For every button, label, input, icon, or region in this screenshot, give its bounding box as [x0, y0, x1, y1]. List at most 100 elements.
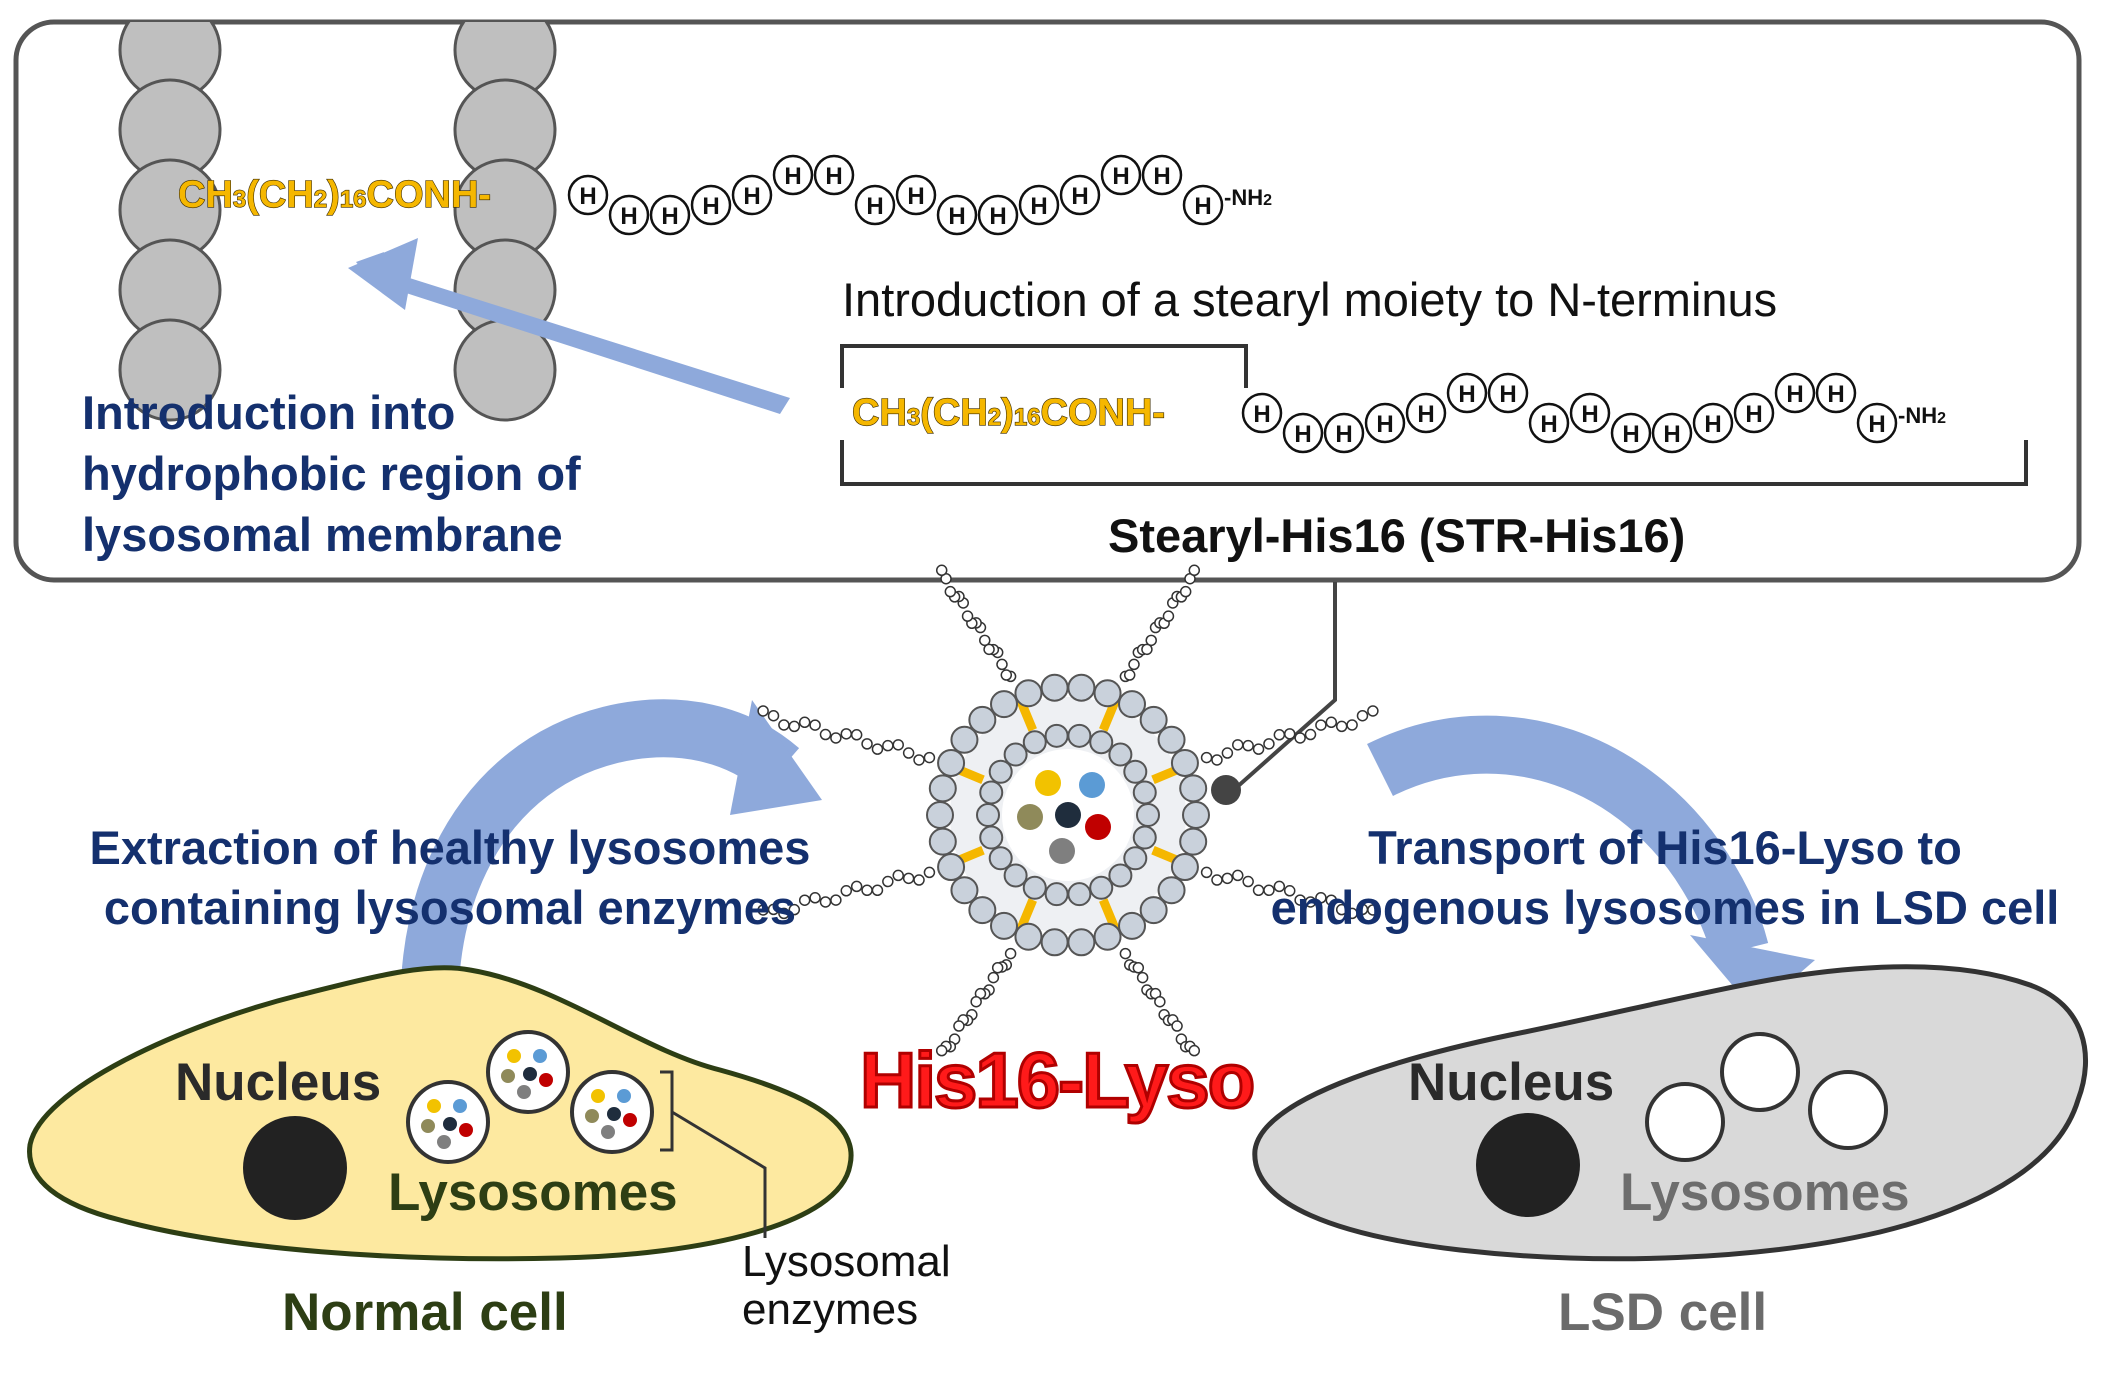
surface-his-chain-bead [1232, 739, 1244, 751]
bilayer-bead [1014, 922, 1043, 951]
bilayer-bead [926, 801, 954, 829]
surface-his-chain-bead [1200, 866, 1213, 879]
lsd-nucleus-label: Nucleus [1408, 1053, 1615, 1112]
stearyl-part: ) [327, 174, 340, 216]
bilayer-bead [1089, 730, 1114, 755]
surface-his-chain-bead [1315, 892, 1327, 904]
histidine-letter: H [1253, 401, 1270, 428]
surface-his-chain-bead [996, 658, 1008, 671]
bilayer-bead [1089, 875, 1114, 900]
surface-his-chain-bead [757, 705, 769, 717]
surface-his-chain-bead [861, 884, 873, 896]
histidine-letter: H [620, 203, 637, 230]
bilayer-bead [990, 911, 1018, 940]
surface-his-chain-bead [1000, 669, 1013, 681]
histidine-residue [731, 174, 773, 216]
membrane-insertion-arrowhead [348, 238, 418, 310]
histidine-residue [936, 194, 978, 236]
membrane-insertion-arrow [356, 252, 790, 414]
lysosomal-enzymes-label: Lysosomal enzymes [742, 1238, 951, 1334]
stearyl-moiety-text: CH3(CH2)16CONH- [178, 174, 491, 216]
surface-his-chain-bead [913, 874, 925, 886]
extraction-arrow-body [400, 699, 800, 1073]
histidine-letter: H [1376, 411, 1393, 438]
histidine-residue [813, 154, 855, 196]
bilayer-bead [1044, 723, 1069, 748]
histidine-residue [1610, 412, 1652, 454]
healthy-lysosomes [406, 1030, 654, 1164]
bilayer-bead [928, 827, 957, 856]
extraction-text: Extraction of healthy lysosomes containi… [55, 818, 845, 938]
enzymes-line: enzymes [742, 1285, 919, 1334]
connector-line [1226, 582, 1337, 797]
surface-his-chain-bead [1367, 705, 1379, 717]
enzyme-callout-bracket [660, 1070, 674, 1152]
histidine-residue [1241, 392, 1283, 434]
histidine-residue [1569, 392, 1611, 434]
surface-his-chain-bead [1232, 869, 1244, 882]
amine-part: -NH [1898, 403, 1937, 428]
peptide-bracket [840, 440, 2028, 486]
stearyl-moiety-text: CH3(CH2)16CONH- [852, 392, 1165, 434]
surface-his-chain-bead [1136, 971, 1149, 984]
amine-part: 2 [1937, 410, 1946, 427]
enzyme-dot [507, 1049, 521, 1063]
surface-his-chain-bead [1221, 747, 1234, 759]
enzyme-dot [427, 1099, 441, 1113]
bilayer-bead [1093, 679, 1122, 708]
histidine-letter: H [1071, 183, 1088, 210]
histidine-residue [1692, 402, 1734, 444]
surface-his-chain-bead [767, 709, 780, 722]
surface-his-chain-bead [1242, 875, 1254, 888]
bilayer-bead [968, 896, 997, 925]
bilayer-bead [1118, 911, 1146, 940]
surface-his-chain-bead [1145, 634, 1157, 647]
histidine-letter: H [1827, 381, 1844, 408]
intro-line: hydrophobic region of [82, 447, 581, 500]
histidine-residue [1059, 174, 1101, 216]
surface-his-chain-bead [1242, 739, 1254, 752]
surface-his-chain-bead [1141, 643, 1153, 656]
bilayer-bead [1040, 928, 1069, 957]
normal-cell-nucleus [243, 1116, 347, 1220]
bilayer-bead [1108, 863, 1133, 888]
surface-his-chain-bead [809, 892, 821, 904]
amine-part: -NH [1224, 185, 1263, 210]
histidine-letter: H [1194, 193, 1211, 220]
histidine-letter: H [1499, 381, 1516, 408]
histidine-residue [1856, 402, 1898, 444]
surface-his-chain-bead [935, 1044, 948, 1057]
surface-his-chain-bead [819, 728, 832, 741]
histidine-letter: H [661, 203, 678, 230]
bilayer-bead [1139, 896, 1168, 925]
histidine-residue [1100, 154, 1142, 196]
bilayer-bead [1022, 875, 1047, 900]
bilayer-bead [1170, 853, 1199, 882]
bilayer-bead [990, 690, 1018, 719]
enzyme-dot [1017, 804, 1043, 830]
empty-lysosome [1645, 1082, 1725, 1162]
histidine-letter: H [989, 203, 1006, 230]
histidine-letter: H [579, 183, 596, 210]
surface-his-chain-bead [1252, 743, 1265, 755]
bilayer-bead [1044, 882, 1069, 907]
surface-his-chain-bead [961, 610, 974, 622]
bilayer-bead [1067, 673, 1096, 702]
enzyme-dot [453, 1099, 467, 1113]
surface-his-chain-bead [871, 884, 884, 896]
bilayer-bead [1179, 774, 1208, 803]
transport-arrow-body [1367, 715, 1769, 958]
bilayer-bead [1067, 882, 1092, 907]
normal-nucleus-label: Nucleus [175, 1053, 382, 1112]
moiety-title: Introduction of a stearyl moiety to N-te… [842, 273, 1778, 326]
histidine-residue [1487, 372, 1529, 414]
stearyl-part: CONH- [1041, 392, 1166, 434]
histidine-letter: H [1540, 411, 1557, 438]
bilayer-bead [1067, 723, 1092, 748]
surface-his-chain-bead [798, 716, 811, 729]
surface-his-chain-bead [1119, 947, 1132, 960]
amine-terminal: -NH2 [1898, 403, 1946, 428]
stearyl-part: 16 [1014, 404, 1041, 431]
